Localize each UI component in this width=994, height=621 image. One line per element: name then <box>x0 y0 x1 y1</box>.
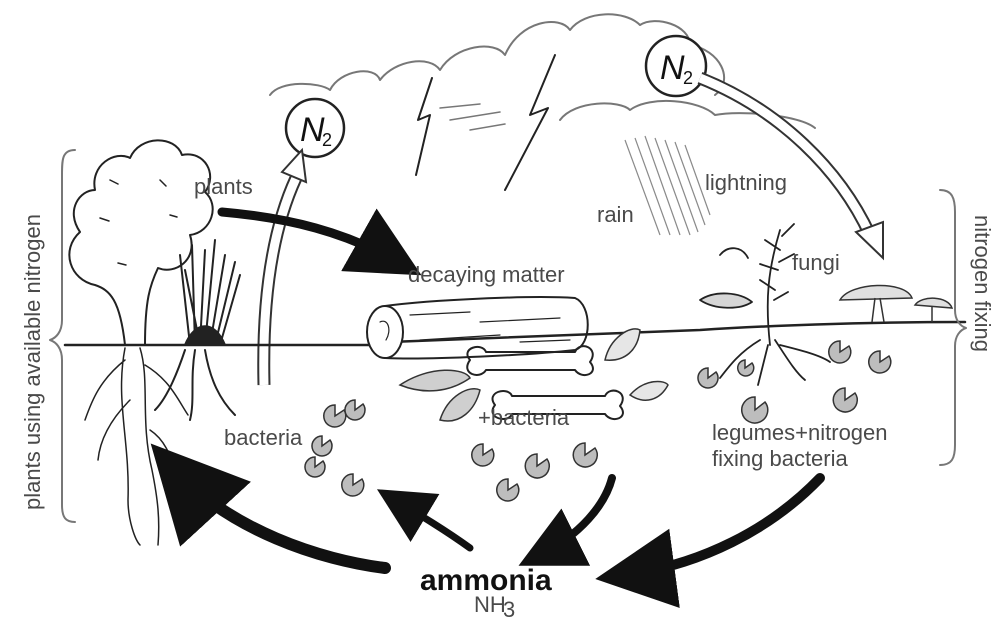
hollow-arrow-up <box>264 150 306 385</box>
bacterium <box>497 479 519 501</box>
bacterium <box>342 474 364 496</box>
lightning-bolts <box>416 55 555 190</box>
left-brace <box>50 150 75 522</box>
label-plants: plants <box>194 174 253 199</box>
n2-circle-left: N 2 <box>286 99 344 157</box>
bacterium <box>525 454 549 478</box>
bacterium <box>312 436 332 456</box>
bacterium <box>573 443 597 467</box>
bacterium <box>869 351 891 373</box>
label-decaying-matter: decaying matter <box>408 262 565 287</box>
arrow-legumes-to-ammonia <box>625 478 820 575</box>
label-rain: rain <box>597 202 634 227</box>
label-nh3: NH <box>474 592 506 617</box>
right-brace <box>940 190 966 465</box>
grass-tuft <box>155 240 240 420</box>
label-plants-using-nitrogen: plants using available nitrogen <box>20 214 45 510</box>
bacterium <box>305 457 325 477</box>
bacterium <box>698 368 718 388</box>
bacterium <box>738 360 754 376</box>
n2-right-subscript: 2 <box>683 68 693 88</box>
label-bacteria: bacteria <box>224 425 303 450</box>
label-lightning: lightning <box>705 170 787 195</box>
mushrooms <box>840 285 952 322</box>
arrow-plants-to-decay <box>222 212 398 262</box>
n2-left-subscript: 2 <box>322 130 332 150</box>
bacterium <box>345 400 365 420</box>
label-plus-bacteria: +bacteria <box>478 405 570 430</box>
bacterium <box>472 444 494 466</box>
label-fixing-bacteria: fixing bacteria <box>712 446 849 471</box>
n2-right-label: N <box>660 49 685 87</box>
label-nh3-subscript: 3 <box>503 597 515 621</box>
decaying-log <box>367 297 588 358</box>
storm-cloud <box>270 14 815 130</box>
bacterium <box>324 405 346 427</box>
label-legumes: legumes+nitrogen <box>712 420 888 445</box>
bacterium <box>829 341 851 363</box>
legume-plant <box>700 224 830 385</box>
bacterium <box>833 388 857 412</box>
n2-circle-right: N 2 <box>646 36 706 96</box>
arrow-decay-to-ammonia <box>540 478 612 555</box>
label-fungi: fungi <box>792 250 840 275</box>
label-nitrogen-fixing: nitrogen fixing <box>970 215 994 352</box>
hollow-arrow-down <box>700 78 883 258</box>
arrow-ammonia-to-bacteria <box>395 500 470 548</box>
rain-hatching <box>625 136 710 235</box>
